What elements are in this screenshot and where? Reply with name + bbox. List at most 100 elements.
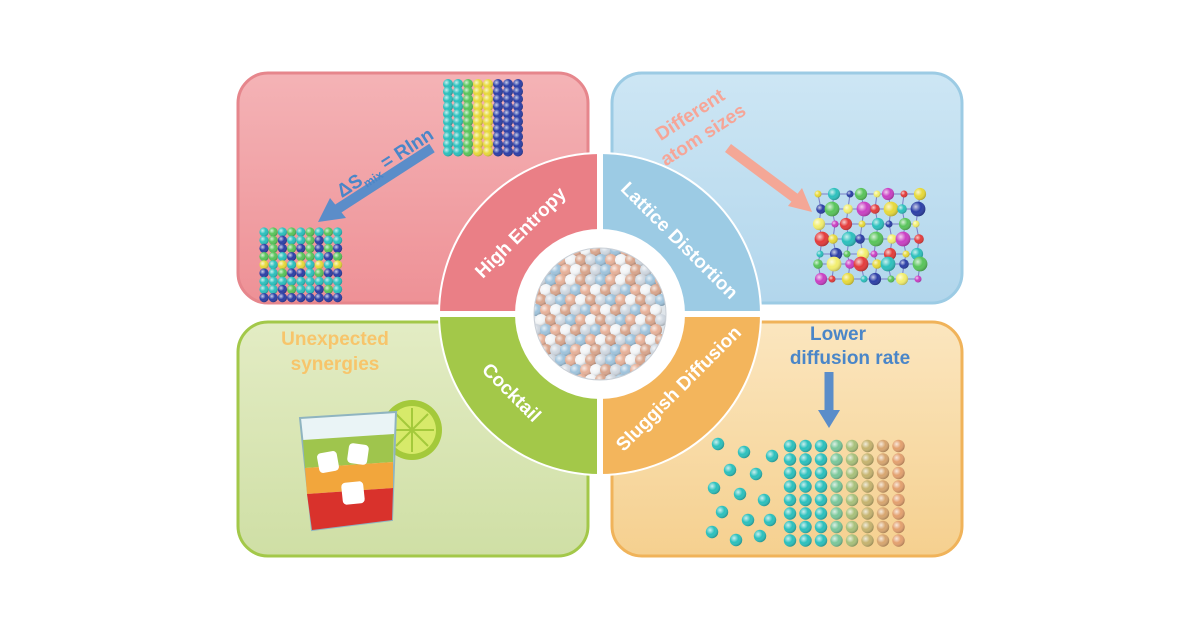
atom-shade <box>473 116 483 127</box>
atom-shade <box>580 324 592 336</box>
atom-shade <box>463 101 473 112</box>
atom-shade <box>277 284 287 294</box>
atom-shade <box>826 256 842 272</box>
atom-shade <box>827 187 841 201</box>
atom-shade <box>885 220 893 228</box>
atom-shade <box>861 520 874 534</box>
atom-shade <box>814 190 822 198</box>
atom-shade <box>799 534 812 547</box>
atom-shade <box>814 453 828 466</box>
atom-shade <box>333 227 343 237</box>
atom-shade <box>570 324 582 336</box>
atom-shade <box>799 493 812 507</box>
atom-shade <box>550 324 562 336</box>
atom-shade <box>575 354 587 366</box>
atom-shade <box>540 324 552 336</box>
atom-shade <box>277 260 287 270</box>
atom-shade <box>861 466 874 480</box>
atom-shade <box>296 268 306 278</box>
atom-shade <box>570 364 582 376</box>
atom-shade <box>640 344 652 356</box>
atom-shade <box>296 284 306 294</box>
atom-shade <box>799 480 812 493</box>
atom-shade <box>610 324 622 336</box>
atom-shade <box>443 139 453 149</box>
atom-shade <box>305 284 315 294</box>
atom-shade <box>314 260 324 270</box>
distorted-lattice <box>812 187 928 286</box>
atom-shade <box>799 439 812 453</box>
atom-shade <box>287 293 297 303</box>
atom-shade <box>711 437 725 451</box>
atom-shade <box>814 466 828 480</box>
atom-shade <box>892 466 905 480</box>
atom-shade <box>590 324 602 336</box>
atom-shade <box>854 187 868 201</box>
atom-shade <box>314 293 324 303</box>
atom-shade <box>873 190 881 198</box>
atom-shade <box>296 252 306 262</box>
atom-shade <box>640 284 652 296</box>
diffusion-atoms <box>705 437 905 547</box>
atom-shade <box>853 256 869 272</box>
atom-shade <box>473 86 483 97</box>
atom-shade <box>914 275 922 283</box>
atom-shade <box>463 79 473 89</box>
atom-shade <box>463 131 473 142</box>
atom-shade <box>831 220 839 228</box>
atom-shade <box>640 304 652 316</box>
atom-shade <box>753 529 767 543</box>
atom-shade <box>545 274 557 286</box>
atom-shade <box>585 314 597 326</box>
atom-shade <box>887 275 895 283</box>
atom-shade <box>635 274 647 286</box>
atom-shade <box>733 487 747 501</box>
atom-shade <box>560 284 572 296</box>
atom-shade <box>845 534 859 547</box>
atom-shade <box>493 109 503 119</box>
atom-shade <box>545 314 557 326</box>
atom-shade <box>287 268 297 278</box>
atom-shade <box>333 243 343 253</box>
atom-shade <box>540 304 552 316</box>
atom-shade <box>723 463 737 477</box>
atom-shade <box>828 275 836 283</box>
atom-shade <box>580 364 592 376</box>
atom-shade <box>590 364 602 376</box>
atom-shade <box>845 453 859 466</box>
atom-shade <box>560 264 572 276</box>
atom-shade <box>650 284 662 296</box>
atom-shade <box>513 79 523 89</box>
atom-shade <box>595 274 607 286</box>
atom-shade <box>296 235 306 245</box>
atom-shade <box>443 86 453 97</box>
atom-shade <box>830 534 843 547</box>
atom-shade <box>610 264 622 276</box>
atom-shade <box>287 276 297 286</box>
atom-shade <box>287 243 297 253</box>
arrow-icon <box>818 372 840 428</box>
atom-shade <box>463 94 473 104</box>
cocktail-caption-line1: Unexpected <box>281 329 389 350</box>
atom-shade <box>333 268 343 278</box>
atom-shade <box>912 220 920 228</box>
atom-shade <box>560 344 572 356</box>
atom-shade <box>305 235 315 245</box>
atom-shade <box>503 131 513 142</box>
atom-shade <box>503 86 513 97</box>
atom-shade <box>555 314 567 326</box>
ring-divider-vertical <box>597 150 603 230</box>
atom-shade <box>473 146 483 157</box>
atom-shade <box>876 453 890 466</box>
atom-shade <box>287 227 297 237</box>
atom-shade <box>333 252 343 262</box>
atom-shade <box>600 324 612 336</box>
atom-shade <box>287 235 297 245</box>
atom-shade <box>277 293 287 303</box>
atom-shade <box>892 507 905 520</box>
atom-shade <box>630 324 642 336</box>
atom-shade <box>620 284 632 296</box>
atom-shade <box>902 250 910 258</box>
atom-shade <box>493 86 503 97</box>
atom-shade <box>268 260 278 270</box>
